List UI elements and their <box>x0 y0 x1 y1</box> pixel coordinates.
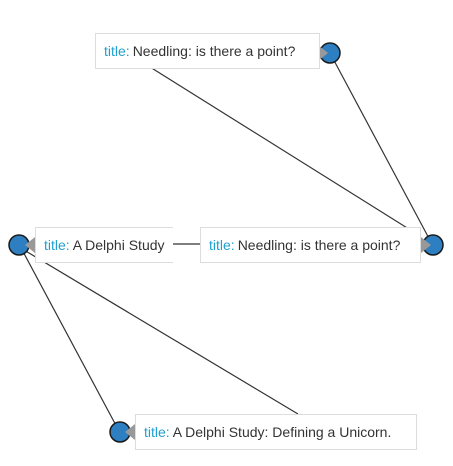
edge-n3-n4-curve <box>23 249 299 415</box>
node-4[interactable] <box>109 421 135 443</box>
node-2-arrow-icon <box>421 237 431 253</box>
node-3-label[interactable]: title: A Delphi Study <box>35 227 173 263</box>
node-3-arrow-icon <box>25 237 35 253</box>
node-2-value: Needling: is there a point? <box>237 237 401 253</box>
node-2-label[interactable]: title: Needling: is there a point? <box>200 227 421 263</box>
edge-n1-n2-direct <box>329 52 433 245</box>
node-3-key: title <box>44 237 66 253</box>
node-4-key: title <box>144 424 166 440</box>
node-3[interactable] <box>8 234 35 256</box>
node-4-value: A Delphi Study: Defining a Unicorn. <box>172 424 392 440</box>
node-4-label[interactable]: title: A Delphi Study: Defining a Unicor… <box>135 414 417 450</box>
node-1-value: Needling: is there a point? <box>132 43 296 59</box>
node-1-arrow-icon <box>318 45 328 61</box>
node-2-key: title <box>209 237 231 253</box>
node-4-arrow-icon <box>125 424 135 440</box>
node-3-value: A Delphi Study <box>72 237 165 253</box>
node-1-key: title <box>104 43 126 59</box>
edge-n3-n4-direct <box>19 245 120 432</box>
node-1[interactable] <box>318 42 341 64</box>
node-2[interactable] <box>421 234 444 256</box>
edge-n1-n2-curve <box>149 66 421 237</box>
node-1-label[interactable]: title: Needling: is there a point? <box>95 33 320 69</box>
